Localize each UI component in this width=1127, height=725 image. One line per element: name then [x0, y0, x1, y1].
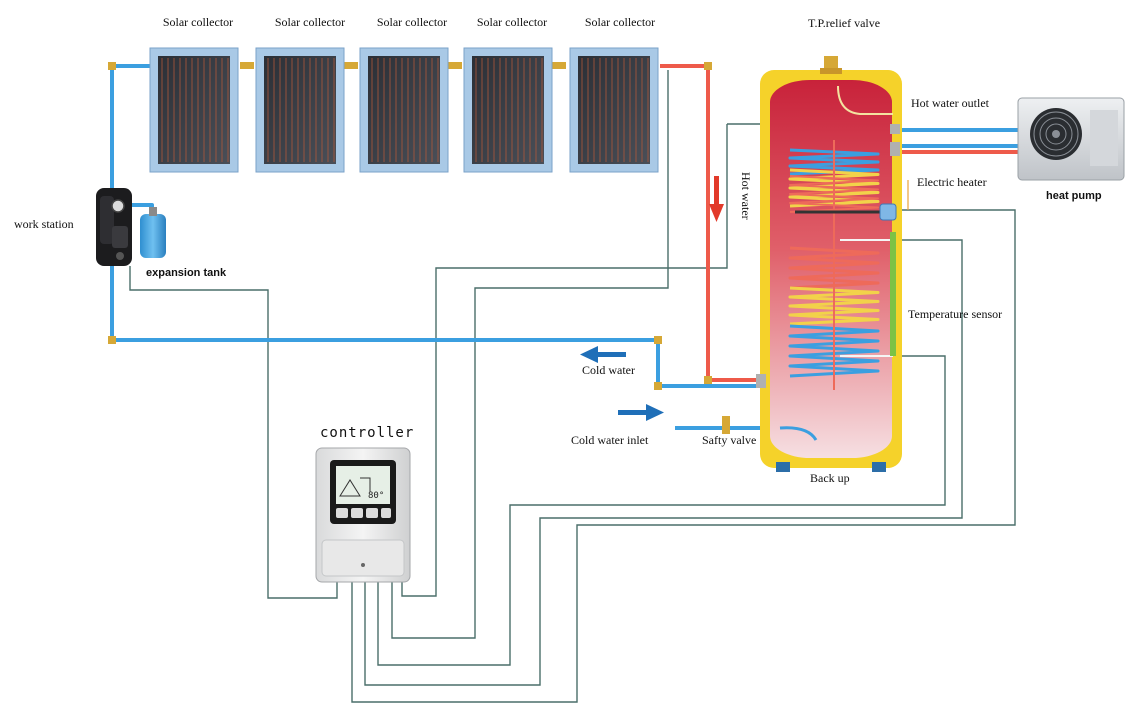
collector-label-4: Solar collector — [477, 15, 547, 29]
solar-collector-panel — [463, 47, 553, 173]
coil-winding — [788, 286, 880, 326]
collector-couplers — [108, 62, 712, 390]
collector-label-2: Solar collector — [275, 15, 345, 29]
expansion-tank-label: expansion tank — [146, 267, 227, 279]
hot-water-outlet-label: Hot water outlet — [911, 96, 990, 110]
hot-water-label: Hot water — [739, 172, 753, 220]
coil-winding — [788, 246, 880, 290]
solar-collector-panel — [149, 47, 239, 173]
storage-tank — [756, 56, 902, 472]
solar-collector-array — [149, 47, 659, 173]
solar-collector-panel — [359, 47, 449, 173]
controller-label: controller — [320, 425, 414, 441]
sensor-wires — [129, 70, 1034, 703]
controller-button-3[interactable] — [366, 508, 378, 518]
heat-pump-pipes — [893, 128, 1018, 154]
collector-label-3: Solar collector — [377, 15, 447, 29]
safety-valve-body — [722, 416, 730, 434]
coil-winding — [788, 324, 880, 378]
coil-winding — [788, 148, 880, 176]
solar-collector-labels: Solar collector Solar collector Solar co… — [163, 15, 655, 29]
heat-pump-unit — [1017, 97, 1125, 181]
collector-label-1: Solar collector — [163, 15, 233, 29]
heat-pump-label: heat pump — [1046, 190, 1102, 202]
controller-unit: 80° — [315, 447, 411, 583]
safety-valve-label: Safty valve — [702, 433, 756, 447]
solar-collector-panel — [255, 47, 345, 173]
hot-water-flow-arrow — [709, 176, 724, 222]
temperature-sensor-probes — [840, 232, 896, 357]
temperature-sensor-label: Temperature sensor — [908, 307, 1002, 321]
controller-button-1[interactable] — [336, 508, 348, 518]
cold-water-inlet-label: Cold water inlet — [571, 433, 649, 447]
cold-water-flow-arrow — [580, 346, 626, 363]
controller-button-2[interactable] — [351, 508, 363, 518]
expansion-tank — [140, 207, 166, 258]
tp-relief-valve-label: T.P.relief valve — [808, 16, 880, 30]
cold-water-label: Cold water — [582, 363, 635, 377]
controller-button-4[interactable] — [381, 508, 391, 518]
heat-exchanger-coils — [788, 140, 880, 390]
electric-heater-label: Electric heater — [917, 175, 987, 189]
back-up-label: Back up — [810, 471, 850, 485]
work-station-label: work station — [14, 217, 74, 231]
coil-winding — [789, 175, 879, 213]
controller-lcd — [336, 466, 390, 504]
controller-lcd-reading: 80° — [368, 491, 384, 501]
collector-label-5: Solar collector — [585, 15, 655, 29]
solar-collector-panel — [569, 47, 659, 173]
cold-water-inlet-arrow — [618, 404, 664, 421]
electric-heater — [795, 180, 909, 221]
work-station — [96, 188, 132, 266]
